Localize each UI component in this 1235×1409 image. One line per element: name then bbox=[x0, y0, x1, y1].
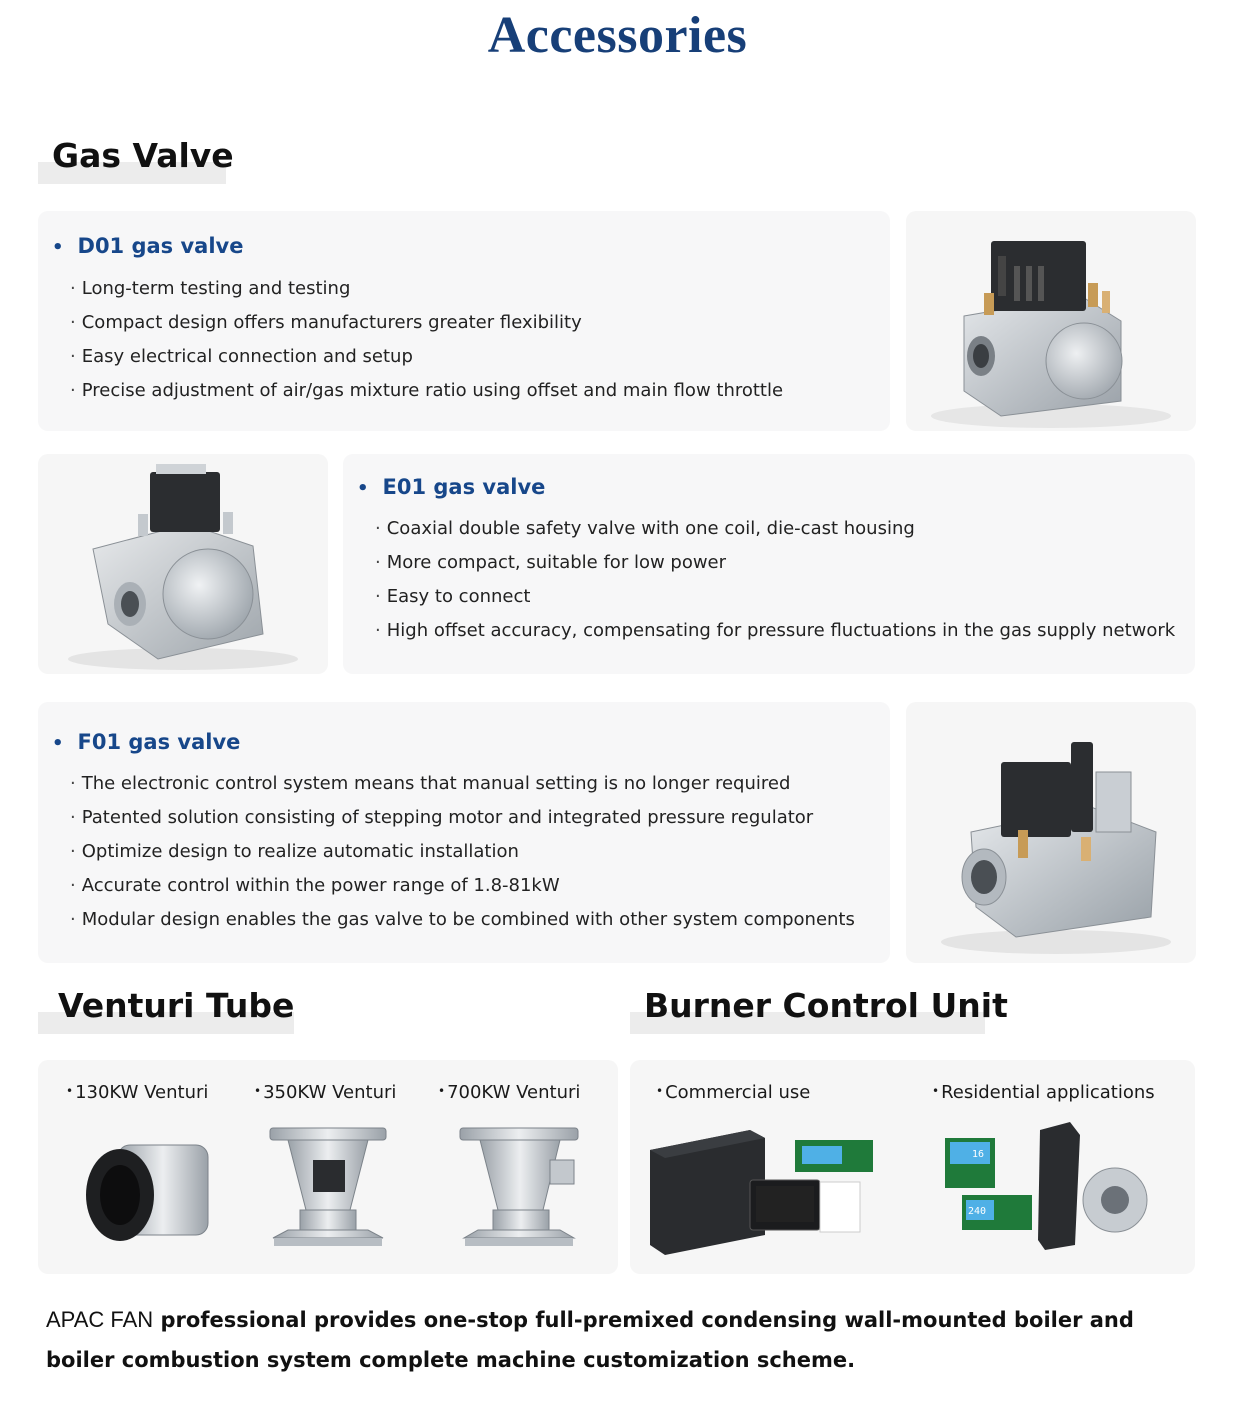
list-item: High offset accuracy, compensating for p… bbox=[375, 614, 1175, 648]
venturi-700kw-icon bbox=[459, 1127, 579, 1246]
list-item: Patented solution consisting of stepping… bbox=[70, 801, 855, 835]
venturi-700kw-label: 700KW Venturi bbox=[438, 1082, 580, 1103]
burner-control-panel: 16 240 Commercial use Residential applic… bbox=[630, 1060, 1195, 1274]
list-item: Modular design enables the gas valve to … bbox=[70, 903, 855, 937]
list-item: Easy electrical connection and setup bbox=[70, 340, 783, 374]
list-item: Coaxial double safety valve with one coi… bbox=[375, 512, 1175, 546]
e01-info-card: •E01 gas valve Coaxial double safety val… bbox=[343, 454, 1195, 674]
d01-feature-list: Long-term testing and testing Compact de… bbox=[70, 272, 783, 408]
venturi-panel: 130KW Venturi 350KW Venturi 700KW Ventur… bbox=[38, 1060, 618, 1274]
list-item: The electronic control system means that… bbox=[70, 767, 855, 801]
venturi-heading-text: Venturi Tube bbox=[58, 986, 295, 1025]
gas-valve-heading-text: Gas Valve bbox=[52, 136, 234, 175]
commercial-use-label: Commercial use bbox=[656, 1082, 810, 1103]
residential-display-value-bottom: 240 bbox=[968, 1206, 986, 1217]
list-item: More compact, suitable for low power bbox=[375, 546, 1175, 580]
burner-control-heading: Burner Control Unit bbox=[630, 986, 1008, 1034]
page-title: Accessories bbox=[487, 7, 748, 64]
footer-statement: APAC FAN professional provides one-stop … bbox=[46, 1300, 1206, 1380]
e01-product-name: •E01 gas valve bbox=[357, 475, 546, 499]
d01-info-card: •D01 gas valve Long-term testing and tes… bbox=[38, 211, 890, 431]
venturi-130kw-icon bbox=[86, 1144, 209, 1241]
venturi-350kw-label: 350KW Venturi bbox=[254, 1082, 396, 1103]
f01-feature-list: The electronic control system means that… bbox=[70, 767, 855, 937]
list-item: Optimize design to realize automatic ins… bbox=[70, 835, 855, 869]
f01-product-name: •F01 gas valve bbox=[52, 730, 241, 754]
e01-feature-list: Coaxial double safety valve with one coi… bbox=[375, 512, 1175, 648]
burner-control-heading-text: Burner Control Unit bbox=[644, 986, 1008, 1025]
list-item: Accurate control within the power range … bbox=[70, 869, 855, 903]
footer-description: professional provides one-stop full-prem… bbox=[46, 1308, 1134, 1372]
residential-controller-icon bbox=[945, 1122, 1148, 1250]
commercial-controller-icon bbox=[650, 1130, 873, 1255]
residential-display-value-top: 16 bbox=[972, 1149, 984, 1160]
e01-gas-valve-image bbox=[38, 454, 328, 674]
f01-info-card: •F01 gas valve The electronic control sy… bbox=[38, 702, 890, 963]
residential-applications-label: Residential applications bbox=[932, 1082, 1155, 1103]
d01-product-name: •D01 gas valve bbox=[52, 234, 244, 258]
list-item: Precise adjustment of air/gas mixture ra… bbox=[70, 374, 783, 408]
gas-valve-heading: Gas Valve bbox=[38, 136, 234, 184]
d01-gas-valve-image bbox=[906, 211, 1196, 431]
list-item: Compact design offers manufacturers grea… bbox=[70, 306, 783, 340]
list-item: Easy to connect bbox=[375, 580, 1175, 614]
list-item: Long-term testing and testing bbox=[70, 272, 783, 306]
venturi-350kw-icon bbox=[269, 1127, 387, 1246]
venturi-130kw-label: 130KW Venturi bbox=[66, 1082, 208, 1103]
venturi-heading: Venturi Tube bbox=[38, 986, 294, 1034]
brand-name: APAC FAN bbox=[46, 1307, 154, 1332]
f01-gas-valve-image bbox=[906, 702, 1196, 963]
